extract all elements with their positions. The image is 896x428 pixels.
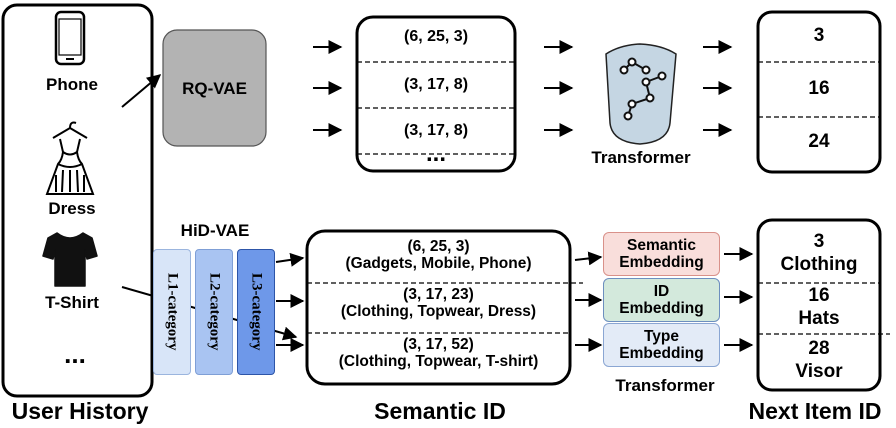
- bottom-semantic-id-box: [305, 229, 572, 386]
- l2-category-label: L2-category: [206, 273, 223, 351]
- embedding-line: Type: [643, 327, 679, 345]
- dress-icon: [45, 121, 95, 195]
- bottom-semantic-row: (6, 25, 3) (Gadgets, Mobile, Phone): [307, 238, 570, 273]
- top-semantic-id-row: (3, 17, 8): [403, 122, 469, 139]
- embedding-line: Embedding: [619, 254, 704, 271]
- top-semantic-id-row: (6, 25, 3): [403, 28, 469, 45]
- bottom-transformer-label: Transformer: [615, 376, 715, 395]
- next-item: 3 Clothing: [758, 231, 880, 277]
- next-item-name: Clothing: [780, 253, 858, 275]
- bottom-semantic-row: (3, 17, 52) (Clothing, Topwear, T-shirt): [307, 336, 570, 371]
- next-item: 28 Visor: [758, 338, 880, 384]
- user-history-item-phone: Phone: [46, 75, 98, 94]
- category-path: (Gadgets, Mobile, Phone): [345, 255, 532, 273]
- embedding-line: Embedding: [619, 345, 704, 362]
- transformer-icon-top: [605, 43, 677, 145]
- next-item-id-caption: Next Item ID: [748, 398, 882, 424]
- user-history-item-dress: Dress: [48, 199, 96, 218]
- l1-category-block: L1-category: [153, 249, 191, 375]
- rq-vae-label: RQ-VAE: [182, 79, 247, 98]
- top-transformer-label: Transformer: [591, 148, 691, 167]
- embedding-line: ID: [653, 282, 670, 300]
- next-item-id: 3: [813, 231, 825, 252]
- user-history-item-t-shirt: T-Shirt: [45, 293, 99, 312]
- top-next-id: 16: [808, 78, 830, 99]
- next-item: 16 Hats: [758, 285, 880, 331]
- next-item-name: Hats: [798, 307, 840, 329]
- l2-category-block: L2-category: [195, 249, 233, 375]
- bottom-next-item-box: [756, 218, 882, 392]
- top-semantic-id-row: (3, 17, 8): [403, 76, 469, 93]
- semantic-id-value: (6, 25, 3): [407, 238, 470, 255]
- embedding-line: Embedding: [619, 300, 704, 317]
- l3-category-block: L3-category: [237, 249, 275, 375]
- embedding-line: Semantic: [627, 236, 696, 254]
- category-path: (Clothing, Topwear, Dress): [340, 303, 537, 321]
- next-item-id: 16: [808, 285, 830, 306]
- semantic-id-caption: Semantic ID: [374, 398, 506, 424]
- hid-vae-label: HiD-VAE: [180, 221, 250, 240]
- top-next-id-box: [756, 10, 882, 174]
- l1-category-label: L1-category: [164, 273, 181, 351]
- category-path: (Clothing, Topwear, T-shirt): [338, 353, 539, 371]
- top-semantic-id-more: ...: [425, 140, 446, 167]
- top-next-id: 24: [808, 131, 830, 152]
- user-history-more: ...: [64, 339, 86, 369]
- user-history-caption: User History: [11, 398, 149, 424]
- next-item-id: 28: [808, 338, 830, 359]
- semantic-id-value: (3, 17, 23): [403, 286, 474, 303]
- bottom-semantic-row: (3, 17, 23) (Clothing, Topwear, Dress): [307, 286, 570, 321]
- user-history-box: [1, 3, 154, 398]
- semantic-id-value: (3, 17, 52): [403, 336, 474, 353]
- phone-icon: [54, 10, 86, 66]
- next-item-name: Visor: [795, 360, 843, 382]
- t-shirt-icon: [42, 232, 98, 287]
- l3-category-label: L3-category: [248, 273, 265, 351]
- rq-vae-box: [162, 29, 267, 147]
- top-semantic-id-box: [355, 15, 517, 173]
- top-next-id: 3: [813, 25, 825, 46]
